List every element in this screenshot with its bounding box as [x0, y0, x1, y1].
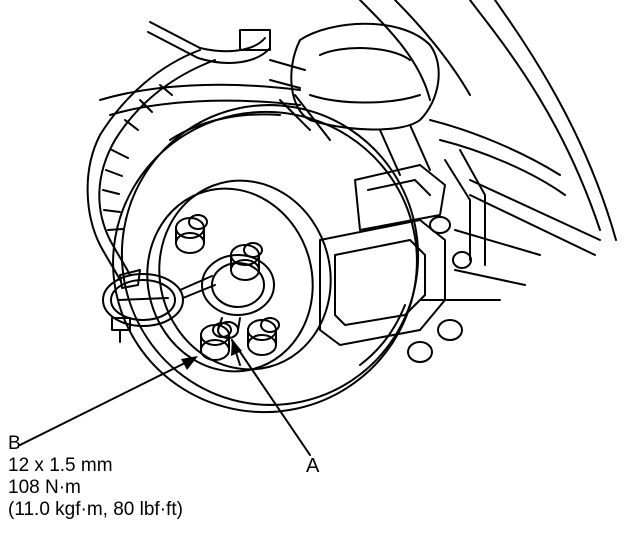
wheel-hub: [146, 179, 332, 373]
torque-value: 108 N·m: [8, 477, 81, 498]
dial-indicator-arm: [86, 21, 271, 289]
brake-disc: [112, 104, 420, 414]
callout-b-label: B: [8, 433, 21, 454]
lug-nuts: [175, 214, 280, 361]
caliper-bracket: [319, 149, 486, 363]
arrowhead-b: [181, 356, 198, 370]
thread-size: 12 x 1.5 mm: [8, 455, 113, 476]
torque-alt-units: (11.0 kgf·m, 80 lbf·ft): [8, 499, 183, 520]
callout-a-label: A: [306, 455, 320, 477]
arrowhead-a: [231, 339, 242, 356]
suspension-background: [99, 0, 617, 301]
callout-b-spec: B 12 x 1.5 mm 108 N·m (11.0 kgf·m, 80 lb…: [8, 433, 183, 521]
dial-gauge: [102, 273, 216, 343]
upper-arm: [269, 22, 440, 176]
